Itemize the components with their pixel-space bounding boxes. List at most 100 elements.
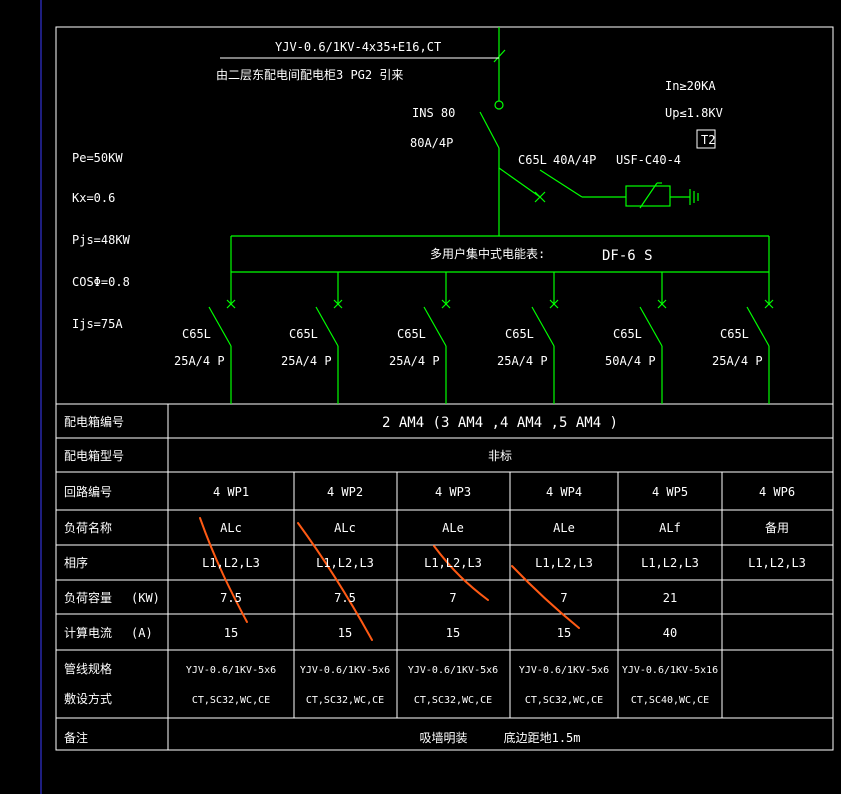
branch-2-blade — [315, 306, 339, 347]
cell-laying-2: CT,SC32,WC,CE — [306, 695, 384, 706]
branch-4-x2 — [549, 299, 559, 309]
cell-circuit-1: 4 WP1 — [213, 485, 249, 499]
cell-circuit-6: 4 WP6 — [759, 485, 795, 499]
cell-circuit-5: 4 WP5 — [652, 485, 688, 499]
branch-switches — [208, 272, 774, 404]
annotation-stroke-1 — [199, 517, 248, 623]
branch-4-blade — [531, 306, 555, 347]
cell-current-5: 40 — [663, 626, 677, 640]
load-name-label: 负荷名称 — [64, 520, 112, 535]
remark-label: 备注 — [64, 730, 88, 745]
annotation-marks — [199, 517, 580, 641]
cell-current-1: 15 — [224, 626, 238, 640]
cell-phase-3: L1,L2,L3 — [424, 556, 482, 570]
cell-load-1: ALc — [220, 521, 242, 535]
cell-current-2: 15 — [338, 626, 352, 640]
phase-label: 相序 — [64, 555, 88, 570]
annotation-stroke-2 — [297, 522, 373, 641]
spd-class-text: T2 — [701, 133, 715, 147]
branch-4-rating: 25A/4 P — [497, 354, 548, 368]
cell-capacity-2: 7.5 — [334, 591, 356, 605]
cell-circuit-3: 4 WP3 — [435, 485, 471, 499]
cell-laying-3: CT,SC32,WC,CE — [414, 695, 492, 706]
branch-1-model: C65L — [182, 327, 211, 341]
cell-circuit-2: 4 WP2 — [327, 485, 363, 499]
main-switch-rating: 80A/4P — [410, 136, 453, 150]
branch-2-model: C65L — [289, 327, 318, 341]
param-pe: Pe=50KW — [72, 151, 123, 165]
branch-5-model: C65L — [613, 327, 642, 341]
branch-6-blade — [746, 306, 770, 347]
cable-tick — [493, 49, 506, 63]
box-type-value: 非标 — [488, 449, 512, 463]
spd-up-text: Up≤1.8KV — [665, 106, 723, 120]
cell-load-6: 备用 — [765, 521, 789, 535]
circuit-lines — [230, 27, 770, 273]
branch-2-rating: 25A/4 P — [281, 354, 332, 368]
cell-cable-2: YJV-0.6/1KV-5x6 — [300, 665, 390, 676]
branch-1-blade — [208, 306, 232, 347]
branch-6-model: C65L — [720, 327, 749, 341]
cell-cable-3: YJV-0.6/1KV-5x6 — [408, 665, 498, 676]
spd-device-text: USF-C40-4 — [616, 153, 681, 167]
branch-5-x2 — [657, 299, 667, 309]
cell-load-4: ALe — [553, 521, 575, 535]
cell-load-3: ALe — [442, 521, 464, 535]
cell-load-2: ALc — [334, 521, 356, 535]
cable-label: 管线规格 — [64, 661, 112, 676]
cell-phase-4: L1,L2,L3 — [535, 556, 593, 570]
branch-2-x2 — [333, 299, 343, 309]
cell-capacity-4: 7 — [560, 591, 567, 605]
meter-label: 多用户集中式电能表: — [430, 246, 545, 261]
spd-in-text: In≥20KA — [665, 79, 716, 93]
current-unit: (A) — [131, 626, 153, 640]
capacity-unit: (KW) — [131, 591, 160, 605]
spd-breaker-rating: 40A/4P — [553, 153, 596, 167]
param-ijs: Ijs=75A — [72, 317, 123, 331]
current-label: 计算电流 — [64, 625, 112, 640]
spd-breaker-model: C65L — [518, 153, 547, 167]
branch-6-x2 — [764, 299, 774, 309]
outer-frame — [55, 26, 834, 751]
box-no-label: 配电箱编号 — [64, 414, 124, 429]
cell-circuit-4: 4 WP4 — [546, 485, 582, 499]
spd-breaker-blade — [539, 169, 583, 198]
feed-source-text: 由二层东配电间配电柜3 PG2 引来 — [216, 68, 403, 82]
param-pjs: Pjs=48KW — [72, 233, 131, 247]
cell-load-5: ALf — [659, 521, 681, 535]
branch-3-x2 — [441, 299, 451, 309]
cell-current-3: 15 — [446, 626, 460, 640]
cell-cable-1: YJV-0.6/1KV-5x6 — [186, 665, 276, 676]
branch-1-x2 — [226, 299, 236, 309]
cell-cable-5: YJV-0.6/1KV-5x16 — [622, 665, 718, 676]
annotation-stroke-4 — [511, 565, 580, 629]
cell-phase-5: L1,L2,L3 — [641, 556, 699, 570]
spd-breaker-x2 — [534, 191, 546, 203]
param-kx: Kx=0.6 — [72, 191, 115, 205]
cell-capacity-1: 7.5 — [220, 591, 242, 605]
spd-body — [625, 185, 671, 207]
param-cos: COSΦ=0.8 — [72, 275, 130, 289]
cell-current-4: 15 — [557, 626, 571, 640]
cell-capacity-5: 21 — [663, 591, 677, 605]
cell-phase-2: L1,L2,L3 — [316, 556, 374, 570]
cell-laying-1: CT,SC32,WC,CE — [192, 695, 270, 706]
branch-6-rating: 25A/4 P — [712, 354, 763, 368]
branch-3-model: C65L — [397, 327, 426, 341]
cell-phase-1: L1,L2,L3 — [202, 556, 260, 570]
main-switch-model: INS 80 — [412, 106, 455, 120]
branch-5-rating: 50A/4 P — [605, 354, 656, 368]
spd-class-box — [696, 129, 716, 149]
box-no-value: 2 AM4 (3 AM4 ,4 AM4 ,5 AM4 ) — [382, 415, 618, 431]
laying-label: 敷设方式 — [64, 691, 112, 706]
annotation-stroke-3 — [433, 545, 489, 601]
branch-5-blade — [639, 306, 663, 347]
main-switch-contact — [494, 100, 504, 110]
cell-phase-6: L1,L2,L3 — [748, 556, 806, 570]
feed-cable-text: YJV-0.6/1KV-4x35+E16,CT — [275, 40, 441, 54]
main-switch-blade — [479, 111, 500, 149]
branch-4-model: C65L — [505, 327, 534, 341]
